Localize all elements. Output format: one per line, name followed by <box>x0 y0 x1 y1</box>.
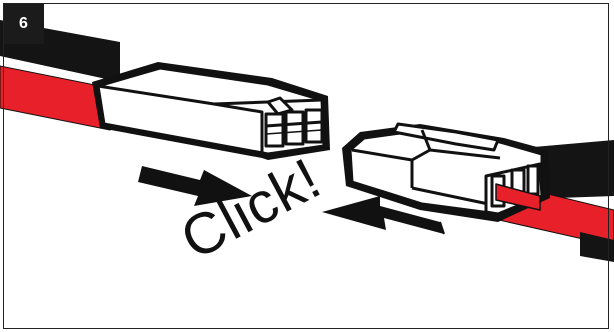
arrow-left-icon <box>322 196 445 235</box>
right-connector <box>342 122 550 222</box>
left-connector <box>92 62 330 160</box>
left-red-wire <box>0 65 111 131</box>
step-number-badge: 6 <box>3 3 44 44</box>
arrow-right-icon <box>138 166 252 206</box>
